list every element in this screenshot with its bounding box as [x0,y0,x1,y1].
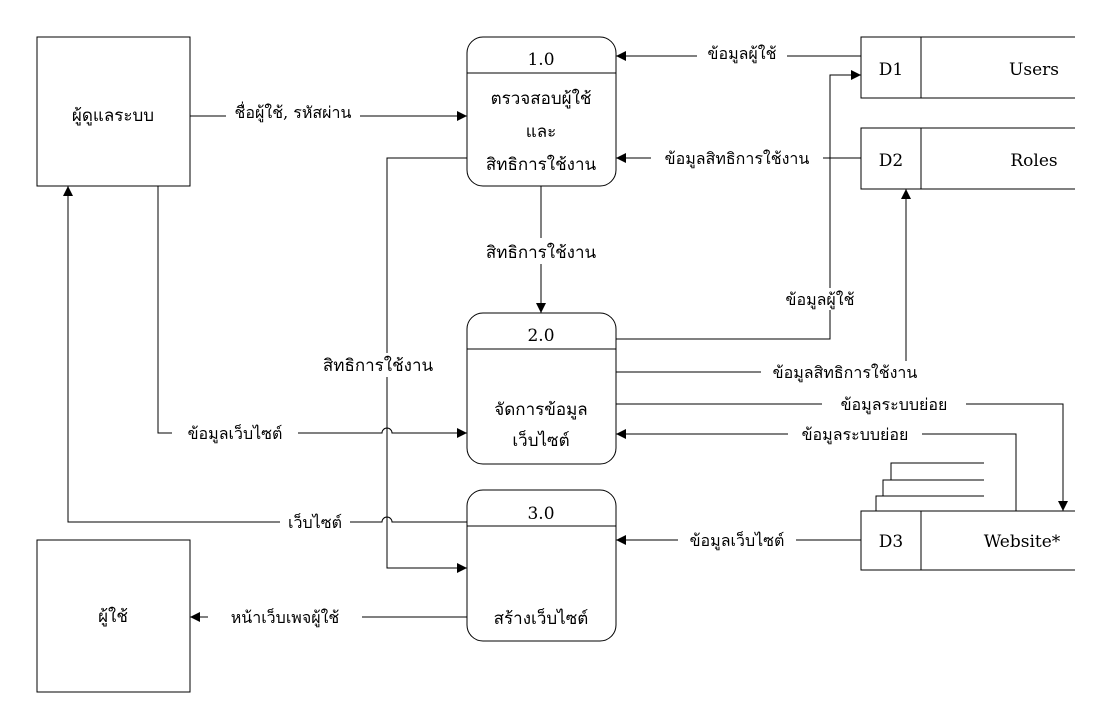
label-d3-subsystem-in: ข้อมูลระบบย่อย [802,425,909,445]
flow-p3-to-admin [63,186,467,523]
label-website-to-admin: เว็บไซต์ [288,512,342,532]
entity-admin-label: ผู้ดูแลระบบ [72,106,154,126]
process-2-number: 2.0 [527,326,554,346]
flow-p2-to-d3 [616,403,1068,511]
datastore-d1-name: Users [1009,60,1059,80]
process-3-box [466,489,617,642]
process-1-line-3: สิทธิการใช้งาน [486,154,597,175]
label-username-password: ชื่อผู้ใช้, รหัสผ่าน [235,101,352,123]
label-admin-site-data: ข้อมูลเว็บไซต์ [188,423,283,444]
label-p2-subsystem-out: ข้อมูลระบบย่อย [841,395,948,415]
process-1-number: 1.0 [527,50,554,70]
label-d1-user-data: ข้อมูลผู้ใช้ [708,44,777,64]
process-2-line-1: จัดการข้อมูล [494,400,587,420]
label-p2-user-data: ข้อมูลผู้ใช้ [786,290,855,310]
label-p3-rights: สิทธิการใช้งาน [323,355,434,376]
process-1-line-2: และ [526,122,557,142]
label-p1-to-p2-rights: สิทธิการใช้งาน [486,242,597,263]
datastore-d1-id: D1 [879,60,903,80]
entity-admin-box [36,36,191,187]
label-user-page: หน้าเว็บเพจผู้ใช้ [231,607,340,628]
label-d2-role-data: ข้อมูลสิทธิการใช้งาน [665,149,810,169]
datastore-d3-id: D3 [879,532,903,552]
process-1-line-1: ตรวจสอบผู้ใช้ [491,88,592,109]
entity-user-label: ผู้ใช้ [98,606,128,627]
process-3-number: 3.0 [527,504,554,524]
datastore-d2-id: D2 [879,151,903,171]
flow-d3-to-p2 [616,429,1017,511]
label-d3-site-data: ข้อมูลเว็บไซต์ [690,530,785,551]
datastore-d3-stack-1 [875,495,984,511]
datastore-d1-border [860,36,1075,99]
flow-p2-to-d2 [616,189,911,373]
datastore-d3-stack-3 [890,462,984,480]
flow-admin-to-p2 [157,186,467,438]
process-2-line-2: เว็บไซต์ [512,429,569,451]
datastore-d3-name: Website* [984,532,1061,552]
flow-p2-to-d1 [616,70,861,340]
label-p2-role-data: ข้อมูลสิทธิการใช้งาน [773,363,918,383]
datastore-d2-name: Roles [1010,151,1057,171]
process-3-line-1: สร้างเว็บไซต์ [494,607,589,629]
datastore-d3-stack-2 [882,479,984,496]
